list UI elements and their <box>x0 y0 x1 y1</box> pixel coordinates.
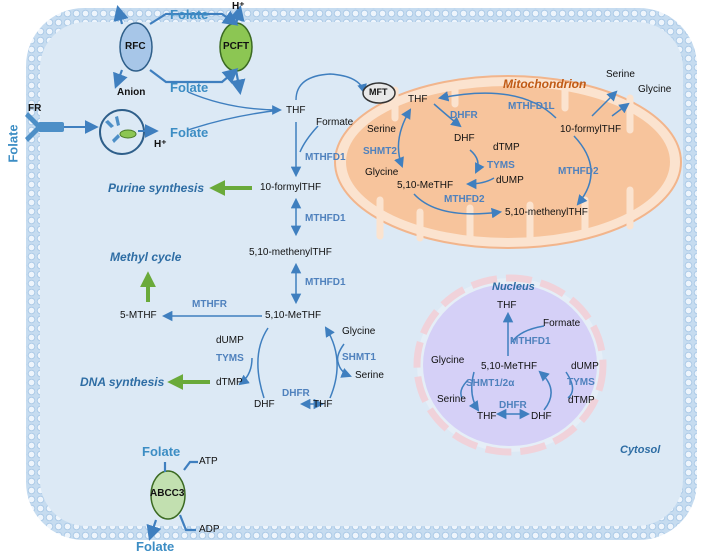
folate-receptor-icon <box>25 112 64 142</box>
cyto-formate-label: Formate <box>316 117 354 128</box>
folate-abcc3-out-label: Folate <box>136 539 175 554</box>
cyto-dhfr-label: DHFR <box>282 388 310 399</box>
h-plus-vesicle-label: H⁺ <box>154 139 167 150</box>
adp-label: ADP <box>199 524 220 535</box>
cyto-formylthf-label: 10-formylTHF <box>260 182 322 193</box>
shmt1-label: SHMT1 <box>342 352 376 363</box>
cyto-methenylthf-label: 5,10-methenylTHF <box>249 247 332 258</box>
folate-receptor-in-label: Folate <box>170 125 209 140</box>
cyto-dhf-label: DHF <box>254 399 275 410</box>
cyto-thf2-label: THF <box>313 399 333 410</box>
mitochondrion-cristae <box>376 82 634 242</box>
mthfr-label: MTHFR <box>192 299 227 310</box>
mitochondrion-matrix <box>346 86 670 238</box>
mthf5-label: 5-MTHF <box>120 310 157 321</box>
cyto-dtmp-label: dTMP <box>216 377 243 388</box>
pcft-label: PCFT <box>223 41 250 52</box>
nuc-mthfd1-label: MTHFD1 <box>510 336 551 347</box>
folate-top-label: Folate <box>170 7 209 22</box>
mito-thf-label: THF <box>408 94 428 105</box>
h-plus-top-label: H⁺ <box>232 1 245 12</box>
mito-dump-label: dUMP <box>496 175 524 186</box>
cytosol-label: Cytosol <box>620 444 661 456</box>
shmt2-label: SHMT2 <box>363 146 397 157</box>
dna-synthesis-label: DNA synthesis <box>80 375 165 389</box>
nuc-dump-label: dUMP <box>571 361 599 372</box>
folate-membrane-in-label: Folate <box>170 80 209 95</box>
cyto-thf-label: THF <box>286 105 306 116</box>
mito-glycine-label: Glycine <box>365 167 399 178</box>
mito-mthfd2-label: MTHFD2 <box>558 166 599 177</box>
mito-mthfd2-low-label: MTHFD2 <box>444 194 485 205</box>
nuc-dhf-label: DHF <box>531 411 552 422</box>
atp-label: ATP <box>199 456 218 467</box>
mito-methenylthf-label: 5,10-methenylTHF <box>505 207 588 218</box>
cyto-serine-label: Serine <box>355 370 384 381</box>
rfc-label: RFC <box>125 41 146 52</box>
nucleus-area <box>423 284 597 446</box>
cyto-dump-label: dUMP <box>216 335 244 346</box>
folate-receptor-side-label: Folate <box>5 124 21 163</box>
abcc3-transporter <box>150 470 186 520</box>
cyto-tyms-label: TYMS <box>216 353 244 364</box>
anion-label: Anion <box>117 87 146 98</box>
mito-methf-label: 5,10-MeTHF <box>397 180 454 191</box>
nuc-shmt-label: SHMT1/2α <box>466 378 515 389</box>
rfc-transporter <box>119 22 153 72</box>
nuc-glycine-label: Glycine <box>431 355 465 366</box>
mft-label: MFT <box>369 87 388 97</box>
mito-serine-label: Serine <box>367 124 396 135</box>
abcc3-label: ABCC3 <box>150 488 185 499</box>
cyto-methf-label: 5,10-MeTHF <box>265 310 322 321</box>
cyto-mthfd1-a-label: MTHFD1 <box>305 152 346 163</box>
methyl-cycle-label: Methyl cycle <box>110 250 182 264</box>
nuc-formate-label: Formate <box>543 318 581 329</box>
mito-serine-out-label: Serine <box>606 69 635 80</box>
cyto-glycine-label: Glycine <box>342 326 376 337</box>
mito-glycine-out-label: Glycine <box>638 84 672 95</box>
nuc-thf-label: THF <box>497 300 517 311</box>
nuc-serine-label: Serine <box>437 394 466 405</box>
folate-abcc3-in-label: Folate <box>142 444 181 459</box>
mito-formylthf-label: 10-formylTHF <box>560 124 622 135</box>
mthfd1l-label: MTHFD1L <box>508 101 555 112</box>
purine-synthesis-label: Purine synthesis <box>108 181 205 195</box>
nuc-dtmp-label: dTMP <box>568 395 595 406</box>
mito-tyms-label: TYMS <box>487 160 515 171</box>
mito-dhfr-label: DHFR <box>450 110 478 121</box>
cyto-mthfd1-b-label: MTHFD1 <box>305 213 346 224</box>
nuc-methf-label: 5,10-MeTHF <box>481 361 538 372</box>
mft-transporter <box>362 82 396 104</box>
nucleus-label: Nucleus <box>492 281 535 293</box>
mito-dhf-label: DHF <box>454 133 475 144</box>
nuc-dhfr-label: DHFR <box>499 400 527 411</box>
mitochondrion-label: Mitochondrion <box>503 77 587 91</box>
nuc-thf2-label: THF <box>477 411 497 422</box>
fr-label: FR <box>28 103 42 114</box>
nuc-tyms-label: TYMS <box>567 377 595 388</box>
cyto-mthfd1-c-label: MTHFD1 <box>305 277 346 288</box>
mito-dtmp-label: dTMP <box>493 142 520 153</box>
